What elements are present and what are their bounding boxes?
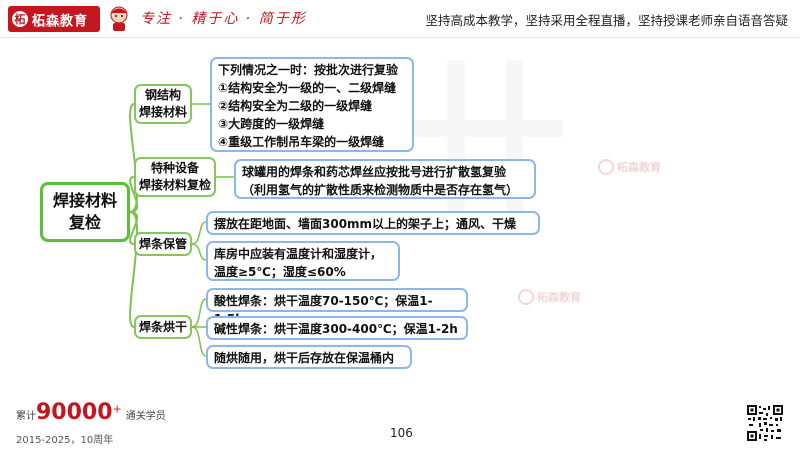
watermark-icon — [598, 159, 614, 175]
branch-special-equipment: 特种设备 焊接材料复检 — [134, 157, 216, 197]
mindmap-root: 焊接材料 复检 — [40, 182, 130, 242]
leaf-storage-thermometer: 库房中应装有温度计和湿度计， 温度≥5℃；湿度≤60% — [206, 241, 400, 281]
leaf-basic-electrode: 碱性焊条：烘干温度300-400℃；保温1-2h — [206, 316, 468, 340]
leaf-diffusible-hydrogen-test: 球罐用的焊条和药芯焊丝应按批号进行扩散氢复验 （利用氢气的扩散性质来检测物质中是… — [234, 159, 536, 199]
leaf-acid-electrode: 酸性焊条：烘干温度70-150℃；保温1-1.5h — [206, 288, 468, 326]
branch-electrode-drying: 焊条烘干 — [134, 315, 192, 339]
leaf-use-after-drying: 随烘随用，烘干后存放在保温桶内 — [206, 345, 412, 369]
logo-subtitle: ZHESEN EDU — [36, 23, 69, 29]
watermark: 柘森教育 — [598, 159, 661, 175]
watermark-icon — [518, 289, 534, 305]
footer-years: 2015-2025，10周年 — [16, 435, 114, 446]
slogan: 专注 · 精于心 · 简于形 — [140, 11, 307, 27]
page-number: 106 — [390, 426, 413, 440]
footer-student-count: 累计90000+通关学员 — [16, 400, 166, 425]
qr-code-icon[interactable] — [746, 404, 784, 442]
footer-plus: + — [112, 402, 122, 416]
branch-electrode-storage: 焊条保管 — [134, 232, 192, 256]
footer-label: 累计 — [16, 411, 36, 422]
footer-unit: 通关学员 — [125, 411, 166, 422]
logo-mark-icon: 柘 — [12, 11, 28, 27]
logo-text: 柘森教育 — [32, 13, 89, 29]
footer-count: 90000 — [36, 400, 113, 425]
mascot-icon — [110, 6, 128, 31]
leaf-storage-shelf: 摆放在距地面、墙面300mm以上的架子上；通风、干燥 — [206, 211, 540, 235]
watermark: 柘森教育 — [518, 289, 581, 305]
branch-steel-structure: 钢结构 焊接材料 — [134, 84, 192, 124]
leaf-steel-retest-conditions: 下列情况之一时：按批次进行复验 ①结构安全为一级的一、二级焊缝 ②结构安全为二级… — [210, 57, 414, 152]
header-tagline: 坚持高成本教学，坚持采用全程直播，坚持授课老师亲自语音答疑 — [425, 13, 788, 28]
brand-logo[interactable]: 柘 柘森教育 ZHESEN EDU — [8, 6, 100, 32]
background-watermark-glyph: 卄 — [400, 46, 571, 244]
header: 柘 柘森教育 ZHESEN EDU 专注 · 精于心 · 简于形 坚持高成本教学… — [0, 0, 800, 36]
header-divider — [0, 37, 800, 38]
